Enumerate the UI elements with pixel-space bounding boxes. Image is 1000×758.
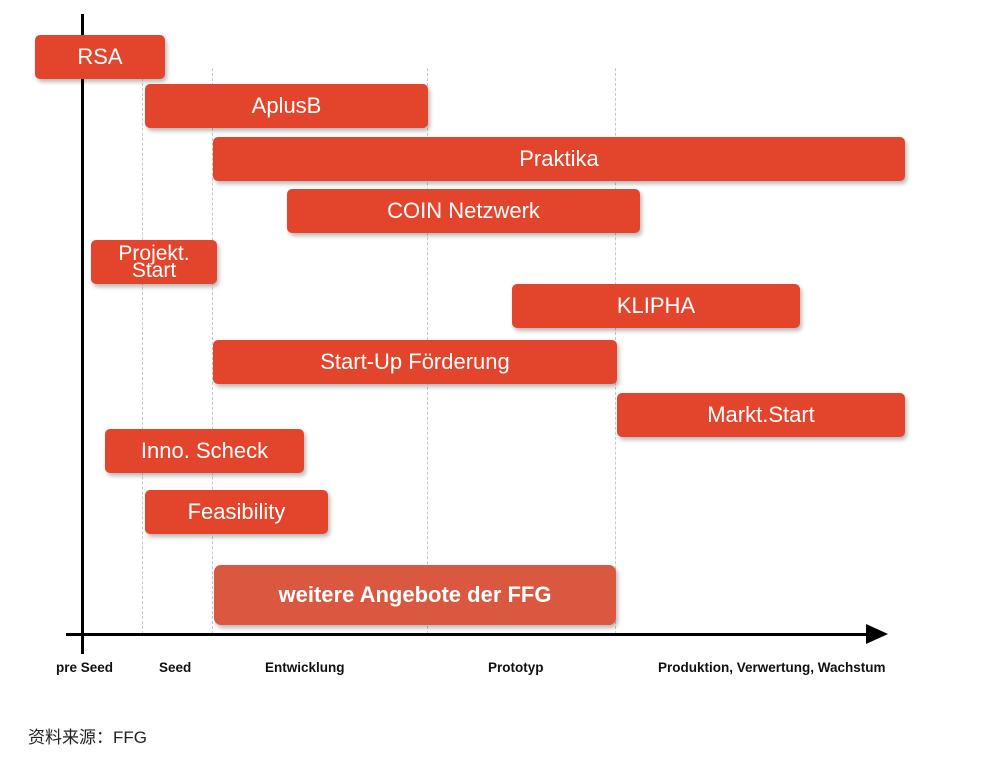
bar-klipha: KLIPHA [512,284,800,328]
funding-stage-diagram: RSA AplusB Praktika COIN Netzwerk Projek… [35,14,905,675]
stage-label-produktion: Produktion, Verwertung, Wachstum [658,660,886,675]
bar-start-up-foerderung: Start-Up Förderung [213,340,617,384]
stage-label-pre-seed: pre Seed [56,660,114,675]
bar-feasibility: Feasibility [145,490,328,534]
bar-projekt-start: Projekt. Start [91,240,217,284]
bar-markt-start: Markt.Start [617,393,905,437]
source-caption: 资料来源：FFG [28,728,147,747]
x-axis-arrow-icon [866,624,888,644]
bar-praktika: Praktika [213,137,905,181]
stage-label-entwicklung: Entwicklung [265,660,345,675]
bar-inno-scheck: Inno. Scheck [105,429,304,473]
bar-weitere-angebote: weitere Angebote der FFG [214,565,616,625]
bar-rsa: RSA [35,35,165,79]
x-axis [66,633,872,636]
bar-aplusb: AplusB [145,84,428,128]
bar-coin-netzwerk: COIN Netzwerk [287,189,640,233]
y-axis [81,14,84,654]
stage-divider [212,68,213,634]
stage-label-seed: Seed [159,660,192,675]
stage-label-prototyp: Prototyp [488,660,544,675]
stage-divider [142,68,143,634]
